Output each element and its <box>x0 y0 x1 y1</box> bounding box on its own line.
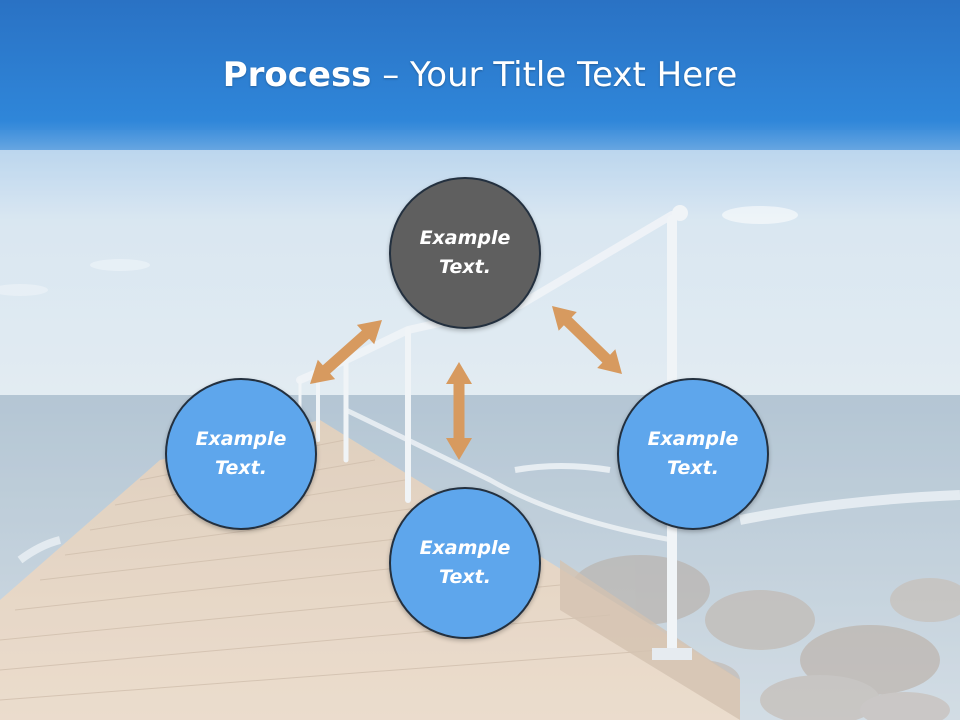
node-bottom-label: Example Text. <box>419 537 511 588</box>
node-bottom[interactable]: Example Text. <box>389 487 541 639</box>
title-bar: Process – Your Title Text Here <box>0 0 960 150</box>
post-base <box>652 648 692 660</box>
cloud <box>90 259 150 271</box>
node-left-label: Example Text. <box>195 428 287 479</box>
surf <box>17 536 62 564</box>
pier-side <box>560 560 740 720</box>
slide-title: Process – Your Title Text Here <box>0 50 960 100</box>
node-right-label: Example Text. <box>647 428 739 479</box>
node-left[interactable]: Example Text. <box>165 378 317 530</box>
title-rest-part: – Your Title Text Here <box>371 55 738 95</box>
title-bold-part: Process <box>222 55 372 95</box>
node-right[interactable]: Example Text. <box>617 378 769 530</box>
cloud <box>0 284 48 296</box>
cloud <box>722 206 798 224</box>
surf <box>739 490 960 525</box>
rail-cap <box>672 205 688 221</box>
node-top-label: Example Text. <box>419 227 511 278</box>
node-top[interactable]: Example Text. <box>389 177 541 329</box>
surf <box>514 463 611 473</box>
